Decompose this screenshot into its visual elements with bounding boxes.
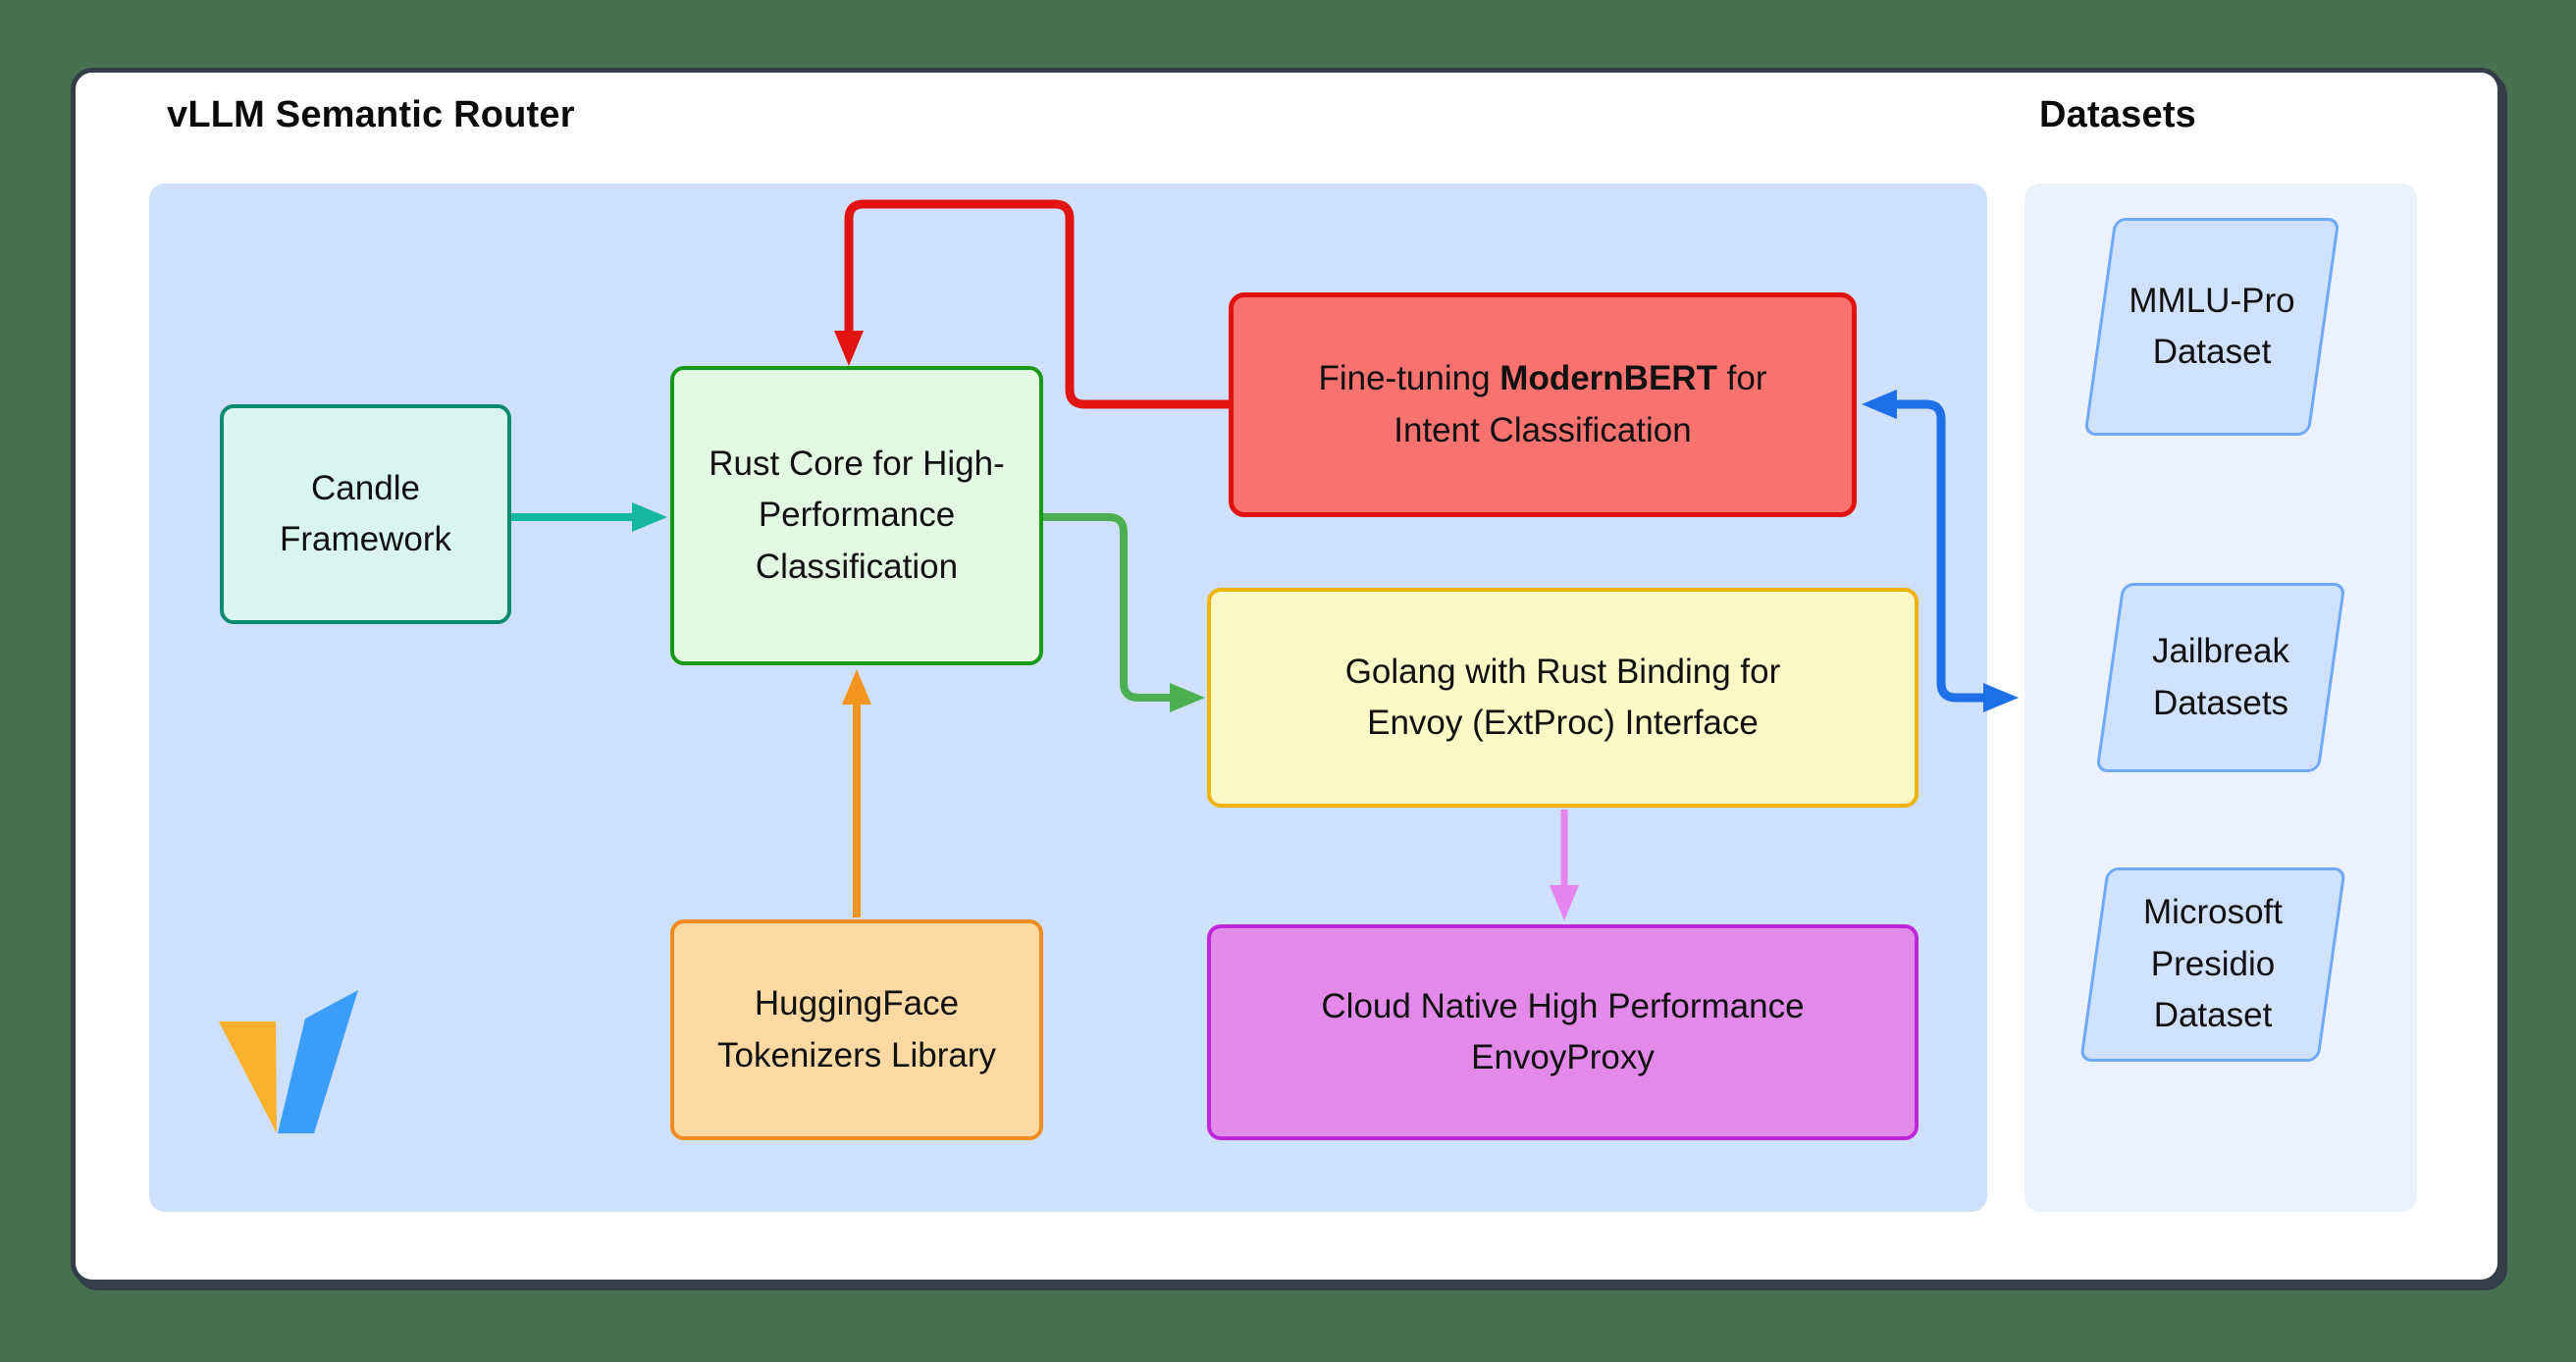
datasets-title: Datasets bbox=[2039, 94, 2197, 135]
node-golang-rust-binding-label: Golang with Rust Binding for Envoy (ExtP… bbox=[1344, 652, 1781, 743]
dataset-microsoft-presidio: Microsoft Presidio Dataset bbox=[2079, 867, 2346, 1062]
node-candle-framework-label: Candle Framework bbox=[279, 468, 452, 559]
dataset-mmlu-pro-label: MMLU-Pro Dataset bbox=[2129, 281, 2295, 372]
node-finetuning-modernbert-label: Fine-tuning ModernBERT for Intent Classi… bbox=[1318, 359, 1767, 449]
node-rust-core-label: Rust Core for High-Performance Classific… bbox=[709, 444, 1005, 586]
node-envoyproxy: Cloud Native High Performance EnvoyProxy bbox=[1207, 924, 1919, 1140]
node-finetuning-modernbert: Fine-tuning ModernBERT for Intent Classi… bbox=[1229, 292, 1857, 517]
dataset-jailbreak: Jailbreak Datasets bbox=[2095, 583, 2346, 772]
dataset-mmlu-pro: MMLU-Pro Dataset bbox=[2083, 218, 2340, 436]
node-huggingface-tokenizers: HuggingFace Tokenizers Library bbox=[670, 919, 1043, 1140]
node-huggingface-tokenizers-label: HuggingFace Tokenizers Library bbox=[717, 984, 996, 1074]
node-candle-framework: Candle Framework bbox=[220, 404, 511, 624]
page-title: vLLM Semantic Router bbox=[167, 94, 575, 135]
dataset-microsoft-presidio-label: Microsoft Presidio Dataset bbox=[2143, 893, 2283, 1035]
dataset-jailbreak-label: Jailbreak Datasets bbox=[2151, 632, 2290, 722]
node-golang-rust-binding: Golang with Rust Binding for Envoy (ExtP… bbox=[1207, 588, 1919, 808]
node-rust-core: Rust Core for High-Performance Classific… bbox=[670, 366, 1043, 665]
node-envoyproxy-label: Cloud Native High Performance EnvoyProxy bbox=[1321, 986, 1805, 1077]
